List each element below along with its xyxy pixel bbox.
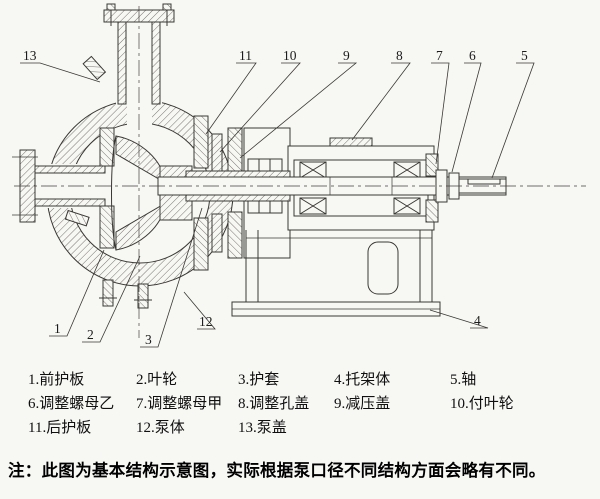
callout-9: 9 — [343, 48, 350, 63]
callout-5: 5 — [521, 48, 528, 63]
callout-3: 3 — [145, 332, 152, 347]
parts-legend: 1.前护板 2.叶轮 3.护套 4.托架体 5.轴 6.调整螺母乙 7.调整螺母… — [28, 372, 594, 437]
callout-13: 13 — [23, 48, 37, 63]
callout-11: 11 — [239, 48, 252, 63]
callout-12: 12 — [199, 314, 213, 329]
callout-8: 8 — [396, 48, 403, 63]
legend-item-9: 9.减压盖 — [334, 396, 391, 412]
legend-item-6: 6.调整螺母乙 — [28, 396, 115, 412]
callout-2: 2 — [87, 327, 94, 342]
legend-item-2: 2.叶轮 — [136, 372, 178, 388]
legend-item-10: 10.付叶轮 — [450, 396, 514, 412]
legend-item-12: 12.泵体 — [136, 420, 185, 436]
callout-10: 10 — [283, 48, 297, 63]
legend-item-8: 8.调整孔盖 — [238, 396, 310, 412]
legend-item-13: 13.泵盖 — [238, 420, 287, 436]
legend-item-1: 1.前护板 — [28, 372, 85, 388]
leader-lines — [20, 62, 535, 348]
bottom-note: 注：此图为基本结构示意图，实际根据泵口径不同结构方面会略有不同。 — [8, 462, 546, 480]
legend-item-5: 5.轴 — [450, 372, 477, 388]
centerlines — [14, 6, 586, 338]
callout-6: 6 — [469, 48, 476, 63]
legend-item-11: 11.后护板 — [28, 420, 92, 436]
callout-1: 1 — [54, 321, 61, 336]
bracket-base — [231, 230, 441, 317]
pump-cross-section-diagram: 13 11 10 9 8 7 6 5 1 2 3 12 4 — [12, 3, 586, 348]
legend-item-4: 4.托架体 — [334, 372, 391, 388]
front-liner-plate — [99, 127, 115, 249]
callout-labels: 13 11 10 9 8 7 6 5 1 2 3 12 4 — [23, 48, 528, 347]
rear-liner-plate — [193, 115, 209, 271]
callout-4: 4 — [474, 313, 481, 328]
callout-7: 7 — [436, 48, 443, 63]
legend-item-7: 7.调整螺母甲 — [136, 396, 223, 412]
legend-item-3: 3.护套 — [238, 372, 280, 388]
